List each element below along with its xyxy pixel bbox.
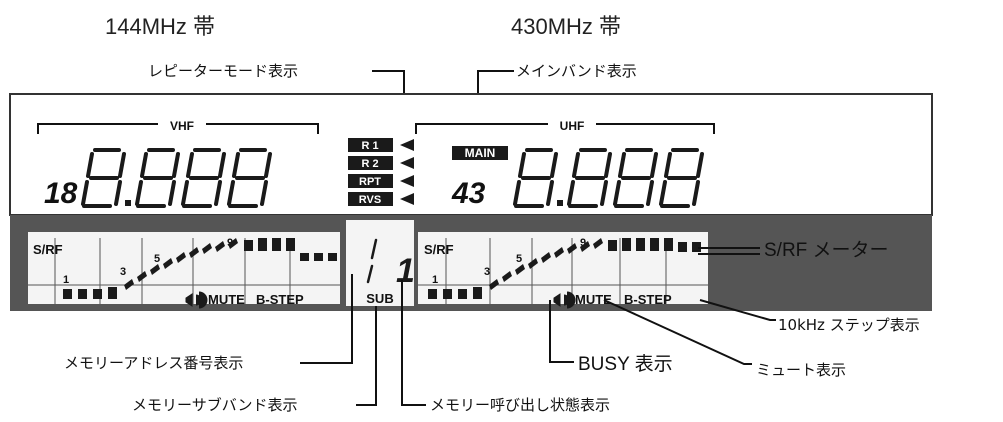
indicator-rvs-badge bbox=[348, 192, 393, 206]
callout-busy: BUSY 表示 bbox=[578, 353, 673, 375]
right-speaker-icon bbox=[553, 291, 576, 309]
uhf-freq-prefix: 43 bbox=[451, 177, 486, 210]
indicator-r1-badge bbox=[348, 138, 393, 152]
left-meter-bars bbox=[63, 238, 337, 299]
callout-main-band: メインバンド表示 bbox=[516, 62, 637, 80]
uhf-digit-4 bbox=[659, 148, 704, 208]
right-srf-label: S/RF bbox=[424, 242, 454, 257]
indicator-rvs: RVS bbox=[359, 194, 381, 206]
memory-recall-leader bbox=[401, 280, 426, 406]
sub-label-box bbox=[346, 290, 414, 306]
left-scale-5: 5 bbox=[154, 253, 160, 265]
uhf-bracket bbox=[415, 123, 715, 134]
mute-leader bbox=[603, 299, 752, 365]
right-scale-3: 3 bbox=[484, 266, 490, 278]
left-bstep-label: B-STEP bbox=[256, 292, 304, 307]
vhf-bracket bbox=[37, 123, 319, 134]
busy-leader bbox=[549, 300, 574, 363]
right-meter-grid bbox=[418, 238, 708, 304]
left-srf-label: S/RF bbox=[33, 242, 63, 257]
callout-memory-sub-band: メモリーサブバンド表示 bbox=[132, 396, 297, 414]
uhf-frequency-digits bbox=[513, 148, 704, 208]
repeater-indicators: R 1 R 2 RPT RVS bbox=[348, 138, 414, 206]
indicator-rpt: RPT bbox=[359, 176, 381, 188]
left-scale-3: 3 bbox=[120, 266, 126, 278]
vhf-frequency-digits bbox=[81, 148, 272, 208]
left-scale-1: 1 bbox=[63, 274, 69, 286]
vhf-digit-4 bbox=[227, 148, 272, 208]
vhf-digit-2 bbox=[135, 148, 180, 208]
vhf-band-title: 144MHz 帯 bbox=[105, 14, 215, 39]
khz-step-leader bbox=[699, 299, 776, 321]
left-mute-label: MUTE bbox=[208, 292, 245, 307]
right-mute-label: MUTE bbox=[575, 292, 612, 307]
uhf-decimal-point bbox=[557, 200, 563, 206]
repeater-arrow-icons bbox=[400, 139, 414, 205]
right-scale-9: 9 bbox=[580, 237, 586, 249]
callout-srf-meter: S/RF メーター bbox=[764, 239, 889, 261]
memory-address-leader bbox=[300, 274, 353, 364]
memory-channel-digit: 1 bbox=[396, 252, 415, 290]
vhf-digit-3 bbox=[181, 148, 226, 208]
right-bstep-label: B-STEP bbox=[624, 292, 672, 307]
memory-address-digit bbox=[366, 238, 378, 284]
left-srf-meter: S/RF 1 3 5 9 MUTE B-STEP bbox=[28, 232, 340, 309]
right-scale-1: 1 bbox=[432, 274, 438, 286]
uhf-digit-3 bbox=[613, 148, 658, 208]
sub-label: SUB bbox=[366, 291, 393, 306]
main-badge-box bbox=[452, 146, 508, 160]
srf-meter-leader bbox=[698, 247, 760, 255]
left-meter-grid bbox=[28, 238, 340, 304]
vhf-digit-1 bbox=[81, 148, 126, 208]
memory-display-box bbox=[346, 220, 414, 290]
memory-sub-band-leader bbox=[356, 306, 377, 406]
callout-memory-recall: メモリー呼び出し状態表示 bbox=[430, 396, 610, 414]
uhf-label: UHF bbox=[560, 119, 585, 133]
callout-memory-address: メモリーアドレス番号表示 bbox=[64, 354, 243, 372]
callout-10khz-step: 10kHz ステップ表示 bbox=[778, 316, 920, 334]
right-scale-5: 5 bbox=[516, 253, 522, 265]
indicator-r1: R 1 bbox=[361, 140, 378, 152]
indicator-r2: R 2 bbox=[361, 158, 378, 170]
callout-repeater-mode: レピーターモード表示 bbox=[148, 62, 298, 80]
indicator-r2-badge bbox=[348, 156, 393, 170]
right-srf-meter: S/RF 1 3 5 9 MUTE B-STEP bbox=[418, 232, 708, 309]
vhf-label: VHF bbox=[170, 119, 194, 133]
main-badge: MAIN bbox=[465, 146, 496, 160]
right-meter-bars bbox=[428, 238, 701, 299]
uhf-digit-1 bbox=[513, 148, 558, 208]
left-speaker-icon bbox=[185, 291, 208, 309]
vhf-freq-prefix: 18 bbox=[44, 177, 78, 210]
uhf-digit-2 bbox=[567, 148, 612, 208]
memory-display: 1 SUB bbox=[346, 220, 415, 306]
callout-mute: ミュート表示 bbox=[756, 361, 846, 379]
uhf-band-title: 430MHz 帯 bbox=[511, 14, 621, 39]
vhf-decimal-point bbox=[125, 200, 131, 206]
indicator-rpt-badge bbox=[348, 174, 393, 188]
